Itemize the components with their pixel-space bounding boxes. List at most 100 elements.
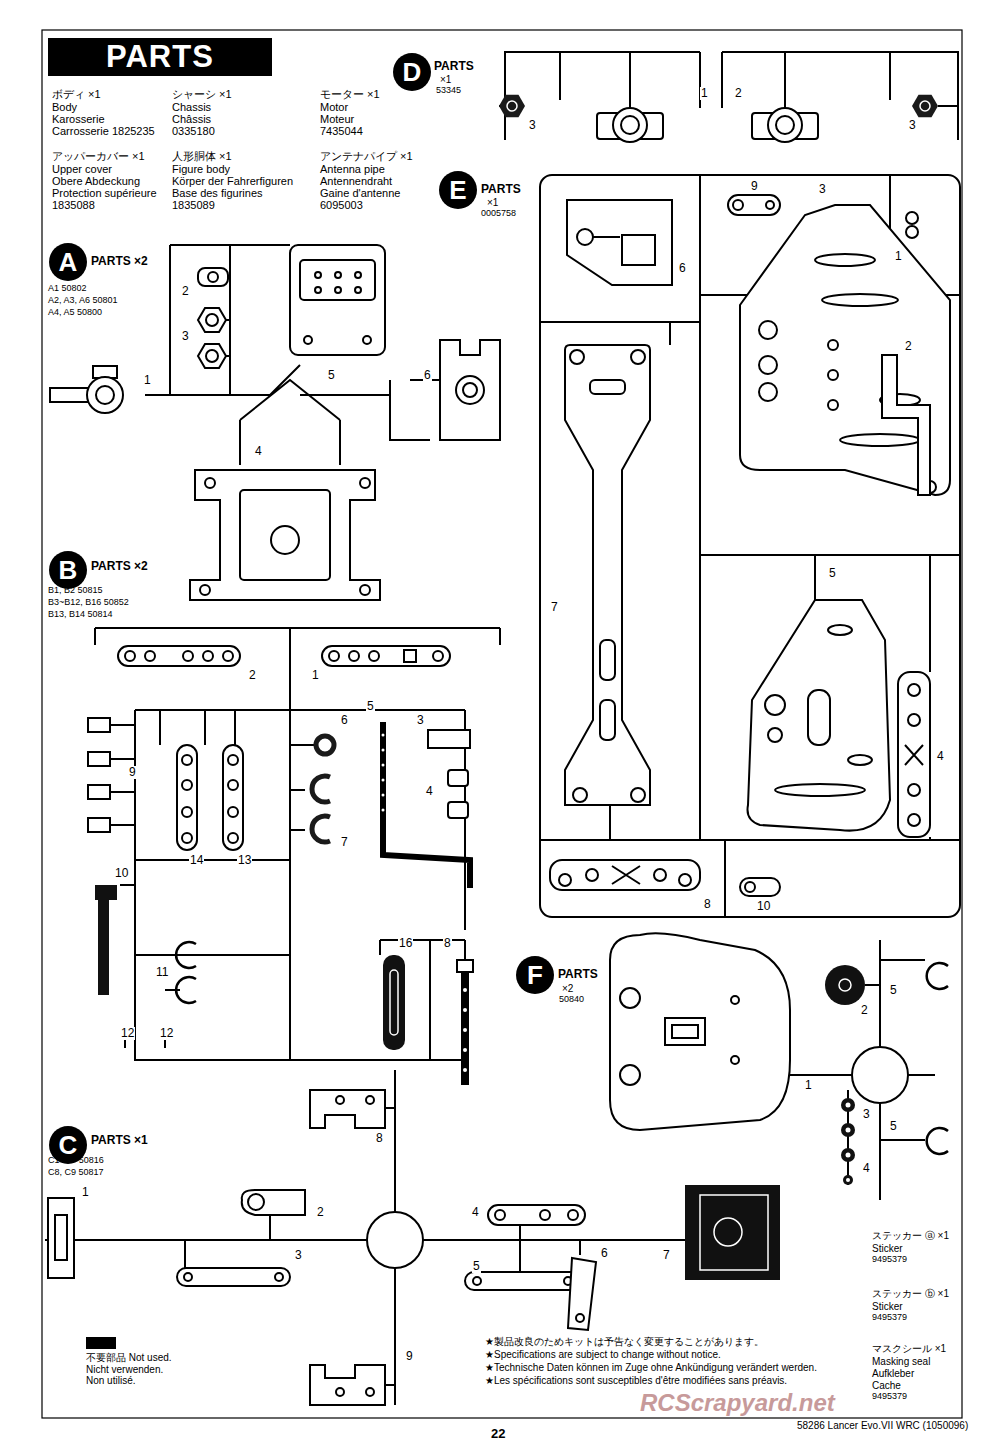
sprue-letter-circle: E — [439, 171, 477, 209]
sprue-letter: E — [449, 177, 466, 203]
callout-number: 4 — [936, 750, 945, 763]
callout-number: 2 — [316, 1206, 325, 1219]
part-text: 9495379 — [872, 1392, 907, 1402]
part-text: アンテナパイプ ×1 — [320, 150, 413, 162]
part-text: ★Technische Daten können im Zuge ohne An… — [485, 1362, 817, 1373]
callout-number: 2 — [734, 87, 743, 100]
callout-number: 5 — [472, 1260, 481, 1273]
legend-text: 不要部品 Not used. Nicht verwenden. Non util… — [86, 1352, 178, 1387]
sprue-heading: PARTS ×2 — [91, 560, 148, 573]
part-text: 0005758 — [481, 209, 516, 219]
callout-number: 2 — [181, 285, 190, 298]
callout-number: 3 — [908, 119, 917, 132]
callout-number: 4 — [471, 1206, 480, 1219]
part-text: Body — [52, 101, 77, 113]
part-text: ステッカー ⓑ ×1 — [872, 1288, 949, 1299]
part-text: ★Les spécifications sont susceptibles d'… — [485, 1375, 787, 1386]
callout-number: 1 — [894, 250, 903, 263]
callout-number: 7 — [662, 1249, 671, 1262]
sprue-letter: F — [527, 962, 543, 988]
callout-number: 3 — [862, 1108, 871, 1121]
part-text: A4, A5 50800 — [48, 308, 102, 318]
part-text: Karosserie — [52, 113, 105, 125]
part-text: 6095003 — [320, 199, 363, 211]
callout-number: 8 — [703, 898, 712, 911]
part-text: Antennendraht — [320, 175, 392, 187]
callout-number: 3 — [416, 714, 425, 727]
part-text: C8, C9 50817 — [48, 1168, 104, 1178]
callout-number: 3 — [294, 1249, 303, 1262]
part-text: Figure body — [172, 163, 230, 175]
callout-number: 10 — [114, 867, 129, 880]
part-text: シャーシ ×1 — [172, 88, 232, 100]
callout-number: 12 — [120, 1027, 135, 1040]
callout-number: 1 — [143, 374, 152, 387]
part-text: B1, B2 50815 — [48, 586, 103, 596]
part-text: B13, B14 50814 — [48, 610, 113, 620]
callout-number: 5 — [327, 369, 336, 382]
part-text: 9495379 — [872, 1313, 907, 1323]
sprue-letter-circle: D — [393, 53, 431, 91]
callout-number: 5 — [889, 1120, 898, 1133]
part-text: 7435044 — [320, 125, 363, 137]
sprue-letter: B — [59, 557, 78, 583]
callout-number: 4 — [862, 1162, 871, 1175]
part-text: ★製品改良のためキットは予告なく変更することがあります。 — [485, 1336, 764, 1347]
callout-number: 6 — [600, 1247, 609, 1260]
callout-number: 9 — [750, 180, 759, 193]
callout-number: 16 — [398, 937, 413, 950]
callout-number: 4 — [425, 785, 434, 798]
legend-swatch — [86, 1337, 116, 1349]
callout-number: 2 — [904, 340, 913, 353]
part-text: ステッカー ⓐ ×1 — [872, 1230, 949, 1241]
callout-number: 6 — [423, 369, 432, 382]
title-bar: PARTS — [48, 38, 272, 76]
part-text: 1835088 — [52, 199, 95, 211]
sprue-letter: C — [59, 1132, 78, 1158]
callout-number: 1 — [311, 669, 320, 682]
callout-number: 5 — [366, 700, 375, 713]
callout-number: 9 — [128, 766, 137, 779]
part-text: Obere Abdeckung — [52, 175, 140, 187]
callout-number: 1 — [81, 1186, 90, 1199]
callout-number: 9 — [405, 1350, 414, 1363]
part-text: Cache — [872, 1380, 901, 1391]
part-text: ★Specifications are subject to change wi… — [485, 1349, 721, 1360]
part-text: マスクシール ×1 — [872, 1343, 946, 1354]
sprue-heading: PARTS — [558, 968, 598, 981]
part-text: B3~B12, B16 50852 — [48, 598, 129, 608]
part-text: Sticker — [872, 1301, 903, 1312]
part-text: Sticker — [872, 1243, 903, 1254]
part-text: A1 50802 — [48, 284, 87, 294]
sprue-letter-circle: F — [516, 956, 554, 994]
part-text: Carrosserie 1825235 — [52, 125, 155, 137]
part-text: Körper der Fahrerfiguren — [172, 175, 293, 187]
callout-number: 7 — [550, 601, 559, 614]
callout-number: 13 — [237, 854, 252, 867]
part-text: ×2 — [562, 983, 573, 994]
sprue-letter-circle: B — [49, 551, 87, 589]
callout-number: 8 — [375, 1132, 384, 1145]
callout-number: 5 — [828, 567, 837, 580]
part-text: ×1 — [487, 197, 498, 208]
part-text: 50840 — [559, 995, 584, 1005]
part-text: C1~C7 50816 — [48, 1156, 104, 1166]
callout-number: 12 — [159, 1027, 174, 1040]
part-text: 1835089 — [172, 199, 215, 211]
part-text: Moteur — [320, 113, 354, 125]
part-text: Base des figurines — [172, 187, 263, 199]
sprue-letter: A — [59, 249, 78, 275]
watermark: RCScrapyard.net — [640, 1390, 835, 1416]
part-text: 53345 — [436, 86, 461, 96]
part-text: 人形胴体 ×1 — [172, 150, 232, 162]
part-text: モーター ×1 — [320, 88, 380, 100]
callout-number: 2 — [248, 669, 257, 682]
sprue-heading: PARTS ×2 — [91, 255, 148, 268]
sprue-letter-circle: A — [49, 243, 87, 281]
part-text: 58286 Lancer Evo.VII WRC (1050096) — [797, 1420, 968, 1431]
part-text: Masking seal — [872, 1356, 930, 1367]
sprue-letter: D — [403, 59, 422, 85]
callout-number: 4 — [254, 445, 263, 458]
